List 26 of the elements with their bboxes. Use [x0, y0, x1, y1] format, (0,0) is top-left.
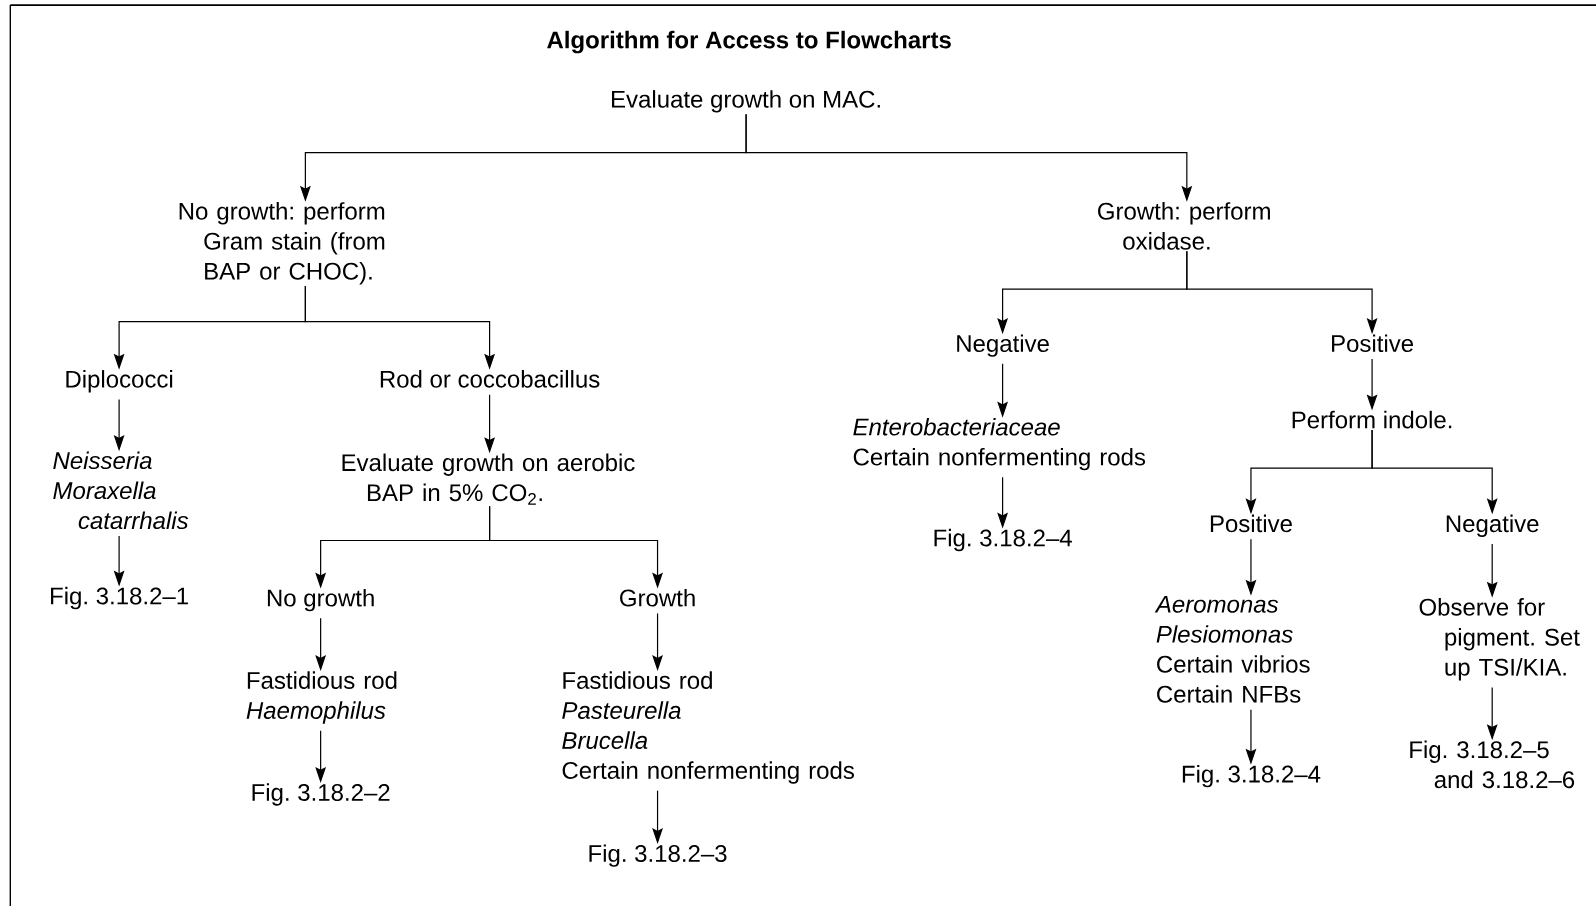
step-text: Fig. 3.18.2–5 and 3.18.2–6 — [1410, 740, 1575, 789]
step-text: Neisseria Moraxella catarrhalis — [53, 451, 189, 530]
step-text: Fig. 3.18.2–4 — [934, 528, 1072, 552]
step-text: Fastidious rod Pasteurella Brucella Certain nonfermenting rods — [562, 671, 854, 784]
step-text: Growth — [620, 588, 695, 607]
step-text: Fig. 3.18.2–3 — [589, 844, 727, 867]
step-text: Diplococci — [66, 370, 173, 393]
step-text: Evaluate growth on MAC. — [612, 90, 880, 113]
step-text: No growth: perform Gram stain (from BAP or CHOC). — [179, 202, 385, 285]
step-text: Perform indole. — [1292, 410, 1452, 429]
step-text: Positive — [1210, 514, 1292, 533]
step-text: Fig. 3.18.2–1 — [51, 586, 188, 610]
step-text: Positive — [1332, 334, 1413, 353]
step-text: Growth: perform oxidase. — [1098, 202, 1270, 250]
step-text: Fig. 3.18.2–2 — [252, 783, 390, 806]
step-text: Fastidious rod Haemophilus — [246, 671, 397, 724]
step-text: Negative — [957, 334, 1049, 357]
step-text: Aeromonas Plesiomonas Certain vibrios Certain NFBs — [1154, 596, 1310, 703]
step-text: Evaluate growth on aerobic BAP in 5% CO$_{2}$. — [342, 453, 635, 505]
title: Algorithm for Access to Flowcharts — [547, 30, 951, 54]
step-text: Fig. 3.18.2–4 — [1182, 765, 1321, 788]
step-text: Negative — [1446, 514, 1539, 537]
step-text: Enterobacteriaceae Certain nonfermenting rods — [853, 417, 1146, 471]
step-text: Observe for pigment. Set up TSI/KIA. — [1419, 598, 1580, 681]
step-text: No growth — [267, 588, 374, 612]
step-text: Rod or coccobacillus — [380, 370, 600, 388]
